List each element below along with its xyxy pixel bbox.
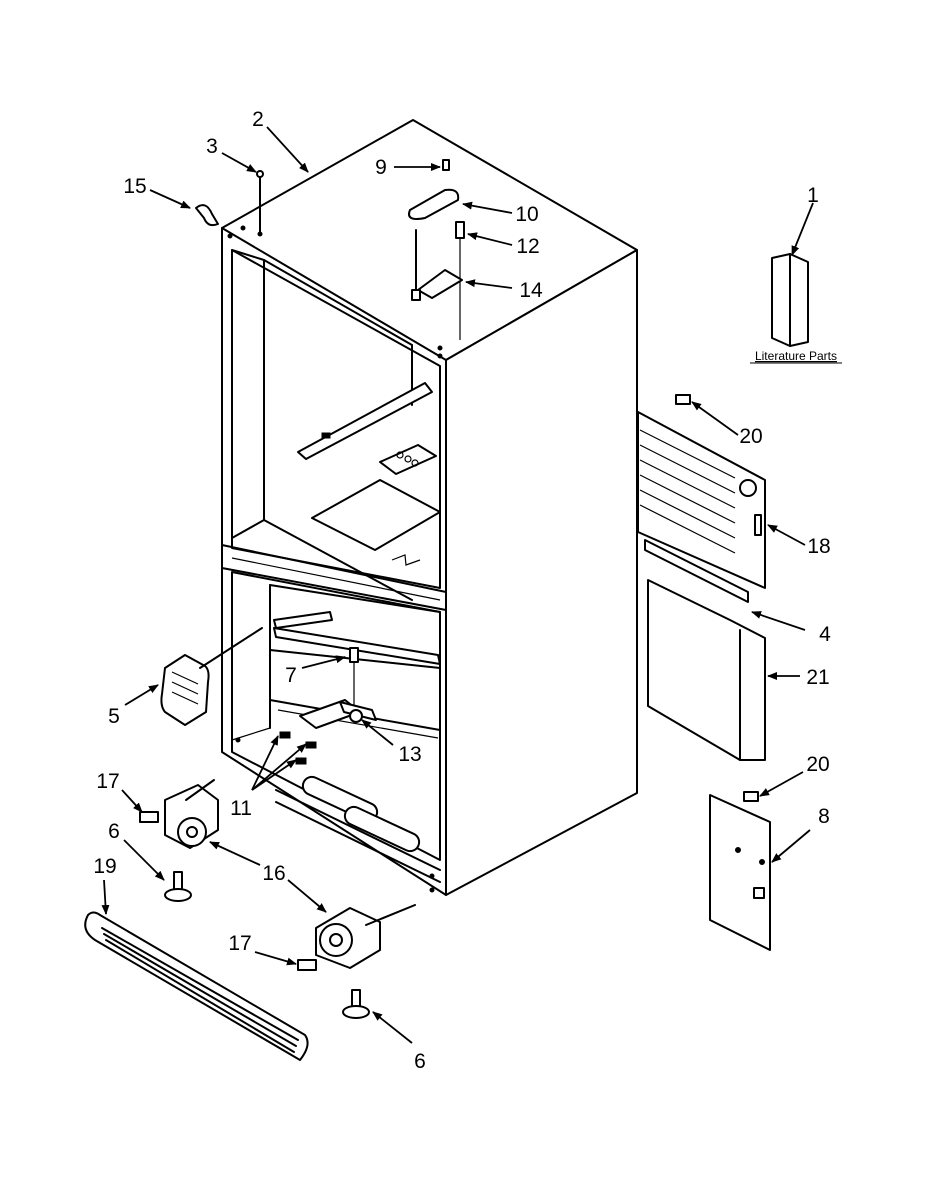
- rear-panels: [637, 394, 771, 951]
- front-roller-right: [297, 904, 416, 1019]
- leader-lines: [101, 126, 814, 1044]
- callout-6-left: 6: [108, 820, 120, 843]
- callout-3: 3: [206, 135, 218, 158]
- callout-7: 7: [285, 664, 297, 687]
- callout-labels: 1 2 3 4 5 6 6 7 8 9 10 11 12 13 14 15 16…: [93, 108, 831, 1073]
- literature-parts-label: Literature Parts: [755, 349, 837, 363]
- callout-5: 5: [108, 705, 120, 728]
- callout-18: 18: [807, 535, 830, 558]
- cabinet: [221, 119, 638, 896]
- top-hinge-assembly: [408, 159, 465, 340]
- top-screw-and-tape: [195, 170, 264, 233]
- lower-fasteners: [279, 647, 377, 765]
- callout-11: 11: [230, 797, 252, 820]
- callout-13: 13: [398, 743, 421, 766]
- callout-17-right: 17: [228, 932, 251, 955]
- control-module: [160, 627, 263, 726]
- callout-12: 12: [516, 235, 539, 258]
- callout-4: 4: [819, 623, 831, 646]
- callout-2: 2: [252, 108, 264, 131]
- callout-10: 10: [515, 203, 538, 226]
- toe-grille: [84, 911, 309, 1061]
- front-roller-left: [139, 779, 219, 902]
- callout-8: 8: [818, 805, 830, 828]
- callout-9: 9: [375, 156, 387, 179]
- callout-14: 14: [519, 279, 543, 302]
- callout-6-right: 6: [414, 1050, 426, 1073]
- callout-20-bottom: 20: [806, 753, 829, 776]
- callout-16: 16: [262, 862, 285, 885]
- callout-20-top: 20: [739, 425, 762, 448]
- callout-15: 15: [123, 175, 146, 198]
- literature-parts: [771, 253, 809, 347]
- callout-1: 1: [807, 184, 819, 207]
- callout-17-left: 17: [96, 770, 119, 793]
- callout-21: 21: [806, 666, 829, 689]
- callout-19: 19: [93, 855, 116, 878]
